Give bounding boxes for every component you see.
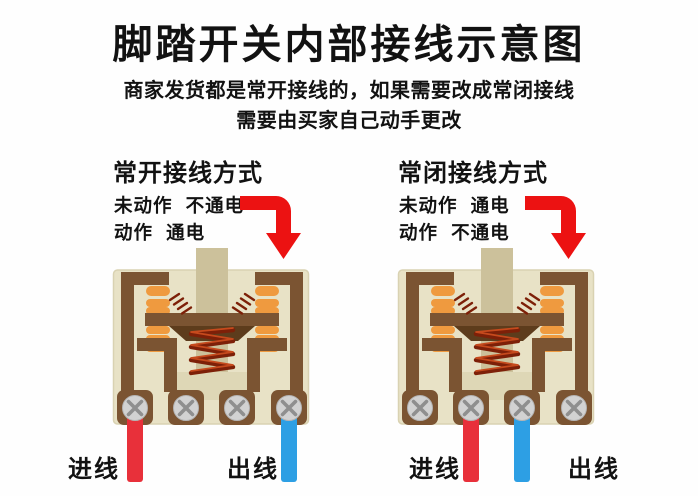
- no-actuated-line: 动作 通电: [114, 222, 206, 243]
- nc-unactuated-line: 未动作 通电: [399, 195, 510, 216]
- switch-internal-diagram-normally-open: [112, 248, 312, 482]
- switch-internal-diagram-normally-closed: [397, 248, 597, 482]
- normally-closed-heading: 常闭接线方式: [398, 160, 548, 187]
- page-title: 脚踏开关内部接线示意图: [112, 23, 586, 67]
- input-wire: [463, 400, 479, 482]
- nc-actuated-line: 动作 不通电: [399, 222, 510, 243]
- outgoing-wire-label: 出线: [227, 456, 279, 483]
- subtitle-line-1: 商家发货都是常开接线的，如果需要改成常闭接线: [123, 80, 575, 102]
- normally-open-heading: 常开接线方式: [113, 160, 263, 187]
- output-wire: [514, 400, 530, 482]
- outgoing-wire-label: 出线: [568, 456, 620, 483]
- no-unactuated-line: 未动作 不通电: [114, 195, 245, 216]
- output-wire: [281, 400, 297, 482]
- input-wire: [127, 400, 143, 482]
- incoming-wire-label: 进线: [409, 456, 461, 483]
- incoming-wire-label: 进线: [68, 456, 120, 483]
- subtitle-line-2: 需要由买家自己动手更改: [236, 110, 462, 132]
